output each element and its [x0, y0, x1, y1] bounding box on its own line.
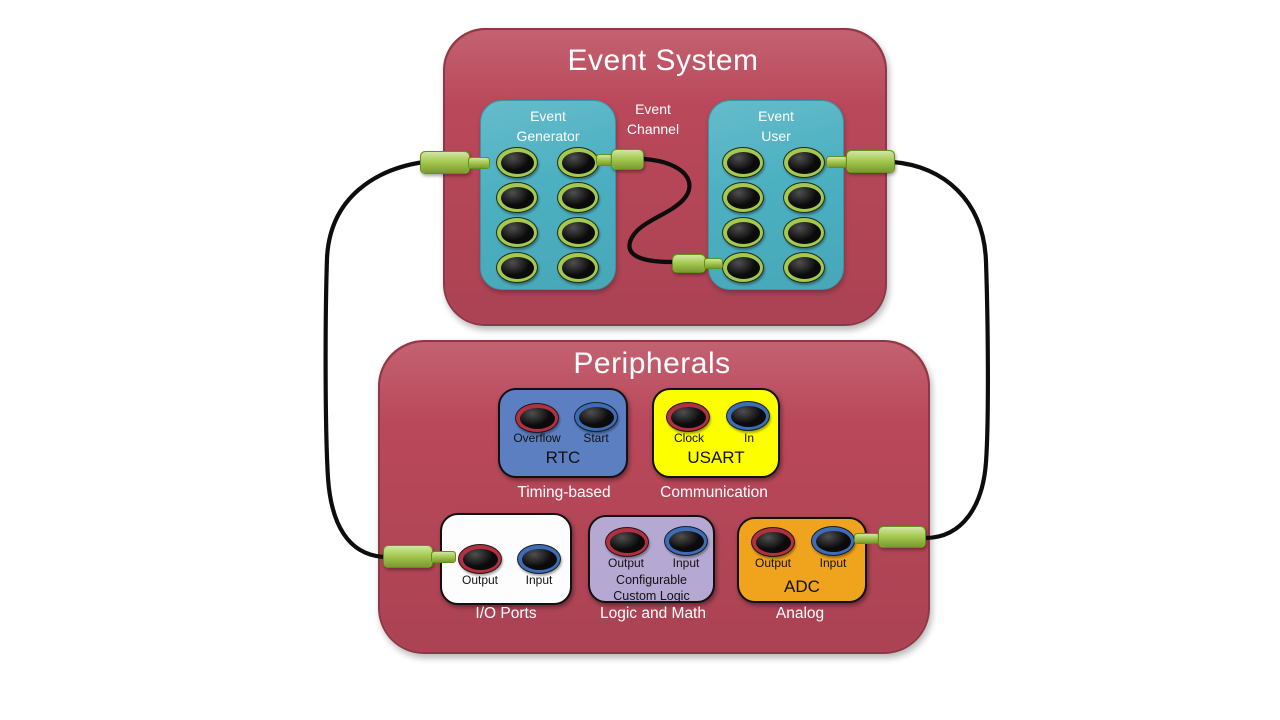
event-socket [496, 147, 538, 178]
generator-right-plug [611, 149, 644, 170]
event-socket [722, 252, 764, 283]
event-socket [783, 217, 825, 248]
io-ports-left-plug-stub [431, 551, 456, 563]
event-socket [496, 217, 538, 248]
logic-name-line1: Configurable [616, 573, 687, 587]
event-socket [557, 147, 599, 178]
event-socket [557, 217, 599, 248]
rtc-overflow-label: Overflow [513, 431, 561, 445]
event-socket [722, 182, 764, 213]
logic-input-socket [664, 526, 708, 556]
category-communication: Communication [660, 484, 768, 501]
event-socket [557, 252, 599, 283]
event-socket [783, 147, 825, 178]
rtc-start-socket [574, 402, 618, 432]
usart-name: USART [687, 448, 745, 467]
event-socket [722, 217, 764, 248]
user-right-plug [846, 150, 895, 173]
user-bottom-plug [672, 254, 706, 273]
io-output-socket [458, 544, 502, 574]
usart-in-label: In [743, 431, 755, 445]
event-generator-socket-grid [496, 147, 599, 283]
logic-name-line2: Custom Logic [613, 589, 690, 603]
logic-input-label: Input [672, 556, 700, 570]
usart-clock-socket [666, 402, 710, 432]
event-generator-box: Event Generator [480, 100, 616, 290]
io-ports-left-plug [383, 545, 433, 568]
adc-module: Output Input ADC [737, 517, 867, 603]
logic-output-label: Output [607, 556, 645, 570]
event-channel-label: Event Channel [626, 101, 680, 137]
usart-module: Clock In USART [652, 388, 780, 478]
adc-name: ADC [784, 577, 820, 596]
generator-right-plug-stub [596, 154, 613, 166]
adc-input-socket [811, 526, 855, 556]
logic-output-socket [605, 527, 649, 557]
user-right-plug-stub [826, 156, 848, 168]
event-system-title: Event System [567, 44, 759, 77]
category-logic-and-math: Logic and Math [600, 605, 706, 622]
usart-in-socket [726, 401, 770, 431]
io-output-label: Output [461, 573, 499, 587]
user-bottom-plug-stub [704, 258, 723, 269]
category-analog: Analog [775, 605, 825, 622]
event-socket [783, 252, 825, 283]
adc-output-label: Output [754, 556, 792, 570]
adc-right-plug-stub [854, 533, 880, 544]
category-timing-based: Timing-based [517, 484, 611, 501]
event-generator-label: Event Generator [516, 108, 580, 144]
rtc-module: Overflow Start RTC [498, 388, 628, 478]
event-socket [496, 252, 538, 283]
event-user-box: Event User [708, 100, 844, 290]
event-socket [783, 182, 825, 213]
io-ports-module: Output Input [440, 513, 572, 605]
adc-input-label: Input [819, 556, 847, 570]
io-input-socket [517, 544, 561, 574]
adc-right-plug [878, 526, 926, 548]
event-socket [557, 182, 599, 213]
event-user-socket-grid [722, 147, 825, 283]
io-input-label: Input [525, 573, 553, 587]
event-socket [496, 182, 538, 213]
adc-output-socket [751, 527, 795, 557]
event-user-label: Event User [758, 108, 794, 144]
rtc-start-label: Start [583, 431, 609, 445]
peripherals-title: Peripherals [573, 347, 731, 380]
generator-left-plug [420, 151, 470, 174]
event-socket [722, 147, 764, 178]
logic-module: Output Input Configurable Custom Logic [588, 515, 715, 603]
rtc-overflow-socket [515, 403, 559, 433]
generator-left-plug-stub [468, 157, 490, 169]
rtc-name: RTC [545, 448, 581, 467]
category-io-ports: I/O Ports [475, 605, 537, 622]
usart-clock-label: Clock [673, 431, 705, 445]
